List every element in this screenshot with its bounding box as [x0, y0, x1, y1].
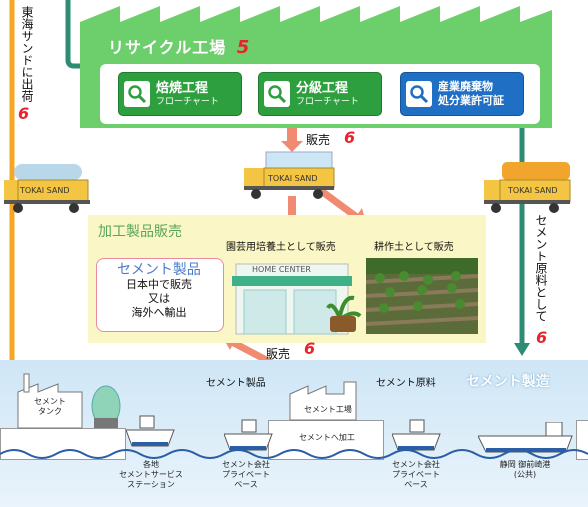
truck-center-label: TOKAI SAND	[268, 174, 318, 183]
station-label-2: セメント会社 プライベート ベース	[222, 460, 270, 489]
station-label-4: 静岡 御前崎港 (公共)	[499, 460, 551, 479]
right-route-label: セメント原料として	[534, 214, 548, 322]
cement-product-line-3: 海外へ輸出	[131, 306, 187, 319]
cement-product-line-2: 又は	[148, 292, 170, 305]
waste-license-button[interactable]: 産業廃棄物 処分業許可証	[400, 72, 524, 116]
cement-section-title: セメント製造	[466, 374, 550, 390]
magnifier-icon	[406, 81, 432, 107]
classification-button-sublabel: フローチャート	[296, 96, 359, 107]
station-label-1: 各地 セメントサービス ステーション	[119, 460, 183, 489]
top-sale-label: 販売	[306, 133, 331, 147]
right-route-step-number: 6	[536, 328, 548, 347]
cement-factory-label: セメント工場	[304, 405, 352, 414]
classification-button-label: 分級工程	[296, 80, 349, 96]
bottom-sale-label: 販売	[266, 347, 291, 361]
home-center-sign: HOME CENTER	[252, 265, 311, 274]
cement-product-title: セメント製品	[117, 262, 201, 278]
sea-waves	[0, 449, 588, 459]
ship-3	[392, 419, 441, 451]
left-route-step-number: 6	[18, 104, 30, 123]
truck-center	[244, 151, 335, 199]
classification-flowchart-button[interactable]: 分級工程 フローチャート	[258, 72, 382, 116]
license-button-sublabel: 処分業許可証	[438, 94, 504, 107]
ship-1	[126, 415, 175, 447]
top-sale-step-number: 6	[344, 128, 356, 147]
license-button-label: 産業廃棄物	[438, 80, 493, 93]
cement-product-box	[96, 258, 224, 332]
truck-left-label: TOKAI SAND	[20, 186, 70, 195]
left-route-label: 東海サンドに出荷	[20, 6, 34, 102]
roasting-button-label: 焙焼工程	[156, 80, 209, 96]
plant-step-number: 5	[236, 37, 251, 58]
cement-tank-label: セメント タンク	[34, 397, 66, 416]
ship-tanker	[478, 422, 573, 453]
cement-material-flow-label: セメント原料	[376, 378, 436, 389]
bottom-sale-step-number: 6	[304, 339, 316, 358]
truck-right-label: TOKAI SAND	[508, 186, 558, 195]
plant-title-text: リサイクル工場	[108, 38, 227, 57]
truck-left	[4, 164, 90, 213]
garden-label: 園芸用培養土として販売	[226, 242, 336, 253]
station-label-3: セメント会社 プライベート ベース	[392, 460, 440, 489]
cement-product-flow-label: セメント製品	[206, 378, 266, 389]
processed-title: 加工製品販売	[98, 224, 182, 240]
farm-field-image	[366, 258, 478, 334]
farm-label: 耕作土として販売	[374, 242, 454, 253]
truck-right	[484, 162, 571, 213]
cement-product-line-1: 日本中で販売	[126, 278, 192, 291]
plant-roof-sawtooth	[80, 0, 552, 22]
cement-processing-label: セメントへ加工	[299, 433, 355, 442]
cement-tank-building	[17, 373, 121, 429]
roasting-flowchart-button[interactable]: 焙焼工程 フローチャート	[118, 72, 242, 116]
magnifier-icon	[124, 81, 150, 107]
magnifier-icon	[264, 81, 290, 107]
plant-title: リサイクル工場 5	[108, 34, 250, 58]
home-center-illustration	[232, 263, 362, 335]
cement-factory-building	[289, 381, 357, 421]
roasting-button-sublabel: フローチャート	[156, 96, 219, 107]
ship-2	[224, 419, 273, 451]
